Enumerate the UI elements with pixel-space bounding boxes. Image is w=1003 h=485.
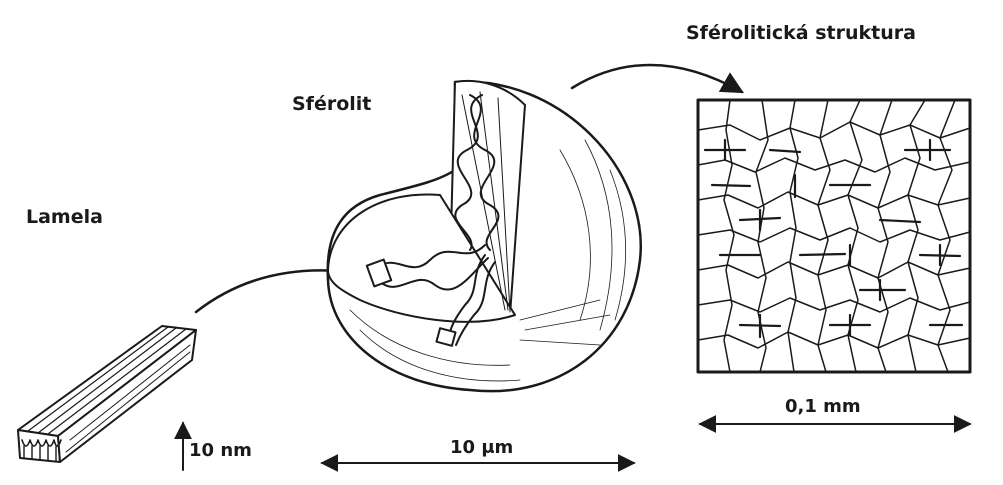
label-sferoliticka-struktura: Sférolitická struktura: [686, 22, 916, 44]
spherulitic-structure: [698, 100, 970, 372]
arrow-sferolit-to-struktura: [572, 65, 742, 92]
spherulite: [328, 81, 641, 391]
label-scale-0-1mm: 0,1 mm: [785, 396, 861, 417]
lamella-block: [18, 326, 196, 462]
label-sferolit: Sférolit: [292, 93, 371, 115]
label-lamela: Lamela: [26, 206, 103, 228]
label-scale-10um: 10 μm: [450, 437, 513, 458]
label-scale-10nm: 10 nm: [189, 440, 252, 461]
